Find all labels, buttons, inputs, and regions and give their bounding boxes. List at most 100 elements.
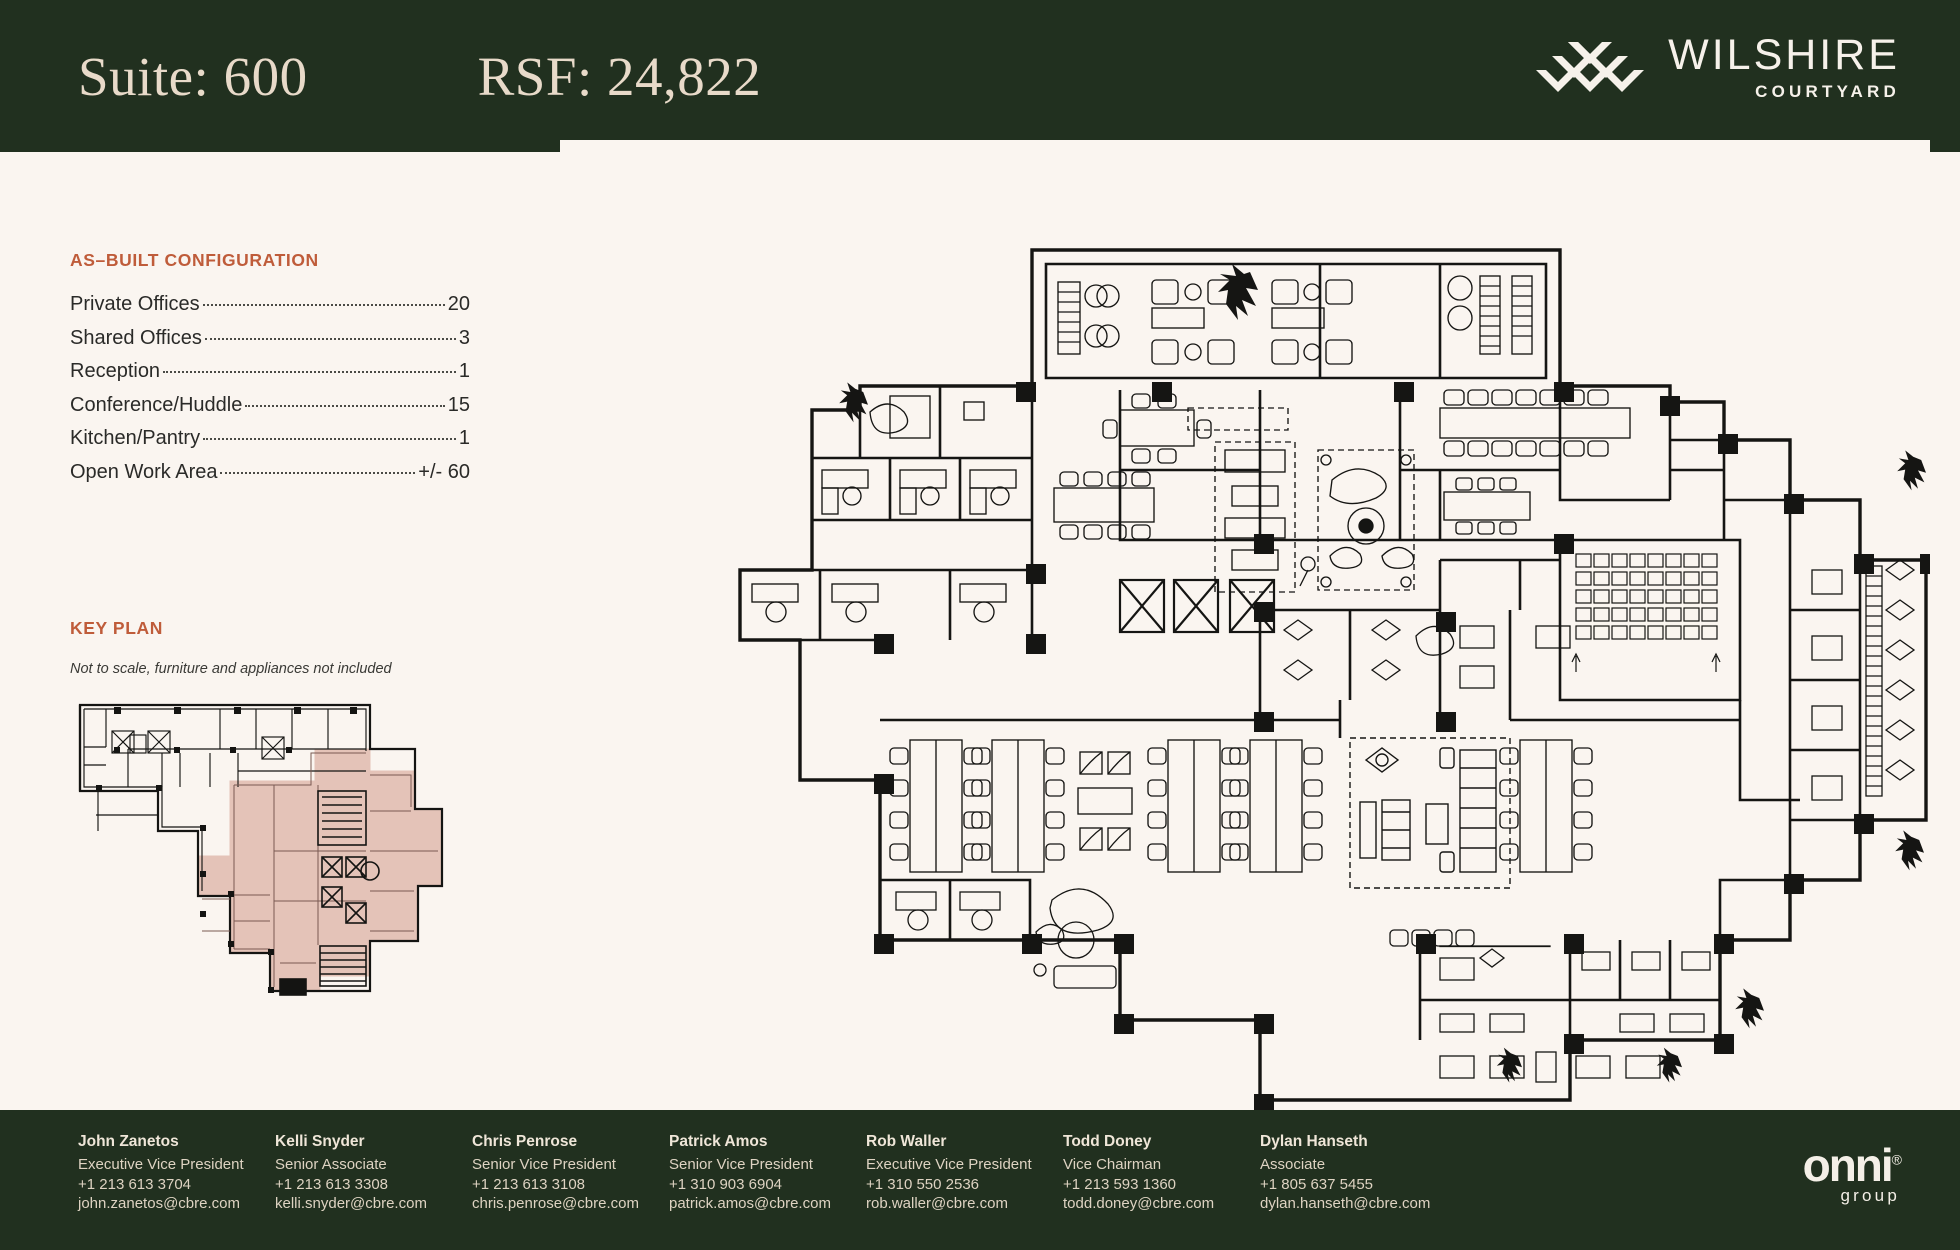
northeast-offices xyxy=(1558,386,1860,540)
leader-dots xyxy=(202,304,445,306)
contact-email[interactable]: patrick.amos@cbre.com xyxy=(669,1195,831,1213)
leader-dots xyxy=(245,404,445,407)
structural-columns xyxy=(874,382,1930,1110)
contact-email[interactable]: dylan.hanseth@cbre.com xyxy=(1260,1195,1431,1213)
key-plan-core xyxy=(279,790,380,996)
contact-title: Associate xyxy=(1260,1155,1326,1173)
leader-dots xyxy=(204,337,456,340)
wilshire-courtyard-logo: WILSHIRE COURTYARD xyxy=(1534,34,1900,100)
center-room-furniture xyxy=(1282,619,1571,689)
contact-email[interactable]: todd.doney@cbre.com xyxy=(1063,1195,1215,1213)
key-plan-columns xyxy=(96,707,357,993)
north-wing-furniture xyxy=(1057,275,1533,365)
contact-email[interactable]: john.zanetos@cbre.com xyxy=(78,1195,240,1213)
onni-subtitle: group xyxy=(1840,1185,1900,1205)
contact-name: John Zanetos xyxy=(78,1133,179,1150)
onni-group-logo: onni® group xyxy=(1803,1142,1902,1206)
onni-wordmark: onni® xyxy=(1803,1142,1902,1188)
contact-title: Senior Vice President xyxy=(472,1155,616,1173)
contact-name: Kelli Snyder xyxy=(275,1133,365,1150)
key-plan-interior-walls xyxy=(83,708,367,891)
chevron-mark-icon xyxy=(1536,42,1645,92)
brand-subtitle: COURTYARD xyxy=(1755,82,1900,101)
east-wing-walls xyxy=(1738,540,1862,880)
as-built-row-value: +/- 60 xyxy=(418,460,470,483)
contact-name: Chris Penrose xyxy=(472,1133,578,1150)
as-built-row-label: Kitchen/Pantry xyxy=(70,427,201,449)
plan-background xyxy=(560,140,1930,1110)
rsf-label: RSF: 24,822 xyxy=(477,45,762,107)
as-built-row-label: Conference/Huddle xyxy=(70,393,243,416)
onni-text: onni xyxy=(1802,1139,1894,1191)
floor-plan-drawing xyxy=(560,140,1930,1110)
as-built-row: Open Work Area +/- 60 xyxy=(70,461,470,484)
key-plan-thumbnail xyxy=(78,703,444,996)
as-built-row-value: 3 xyxy=(458,326,470,349)
as-built-row-label: Reception xyxy=(70,360,161,382)
contact-title: Senior Associate xyxy=(275,1155,387,1173)
key-plan-caption: Not to scale, furniture and appliances n… xyxy=(70,661,392,677)
plant-icons xyxy=(839,382,1926,1083)
contact-name: Dylan Hanseth xyxy=(1260,1133,1368,1150)
contact-name: Rob Waller xyxy=(866,1133,947,1150)
as-built-row: Shared Offices 3 xyxy=(70,327,470,350)
contact-phone[interactable]: +1 213 613 3308 xyxy=(275,1175,389,1193)
contact-title: Senior Vice President xyxy=(669,1155,813,1173)
as-built-configuration-panel: AS–BUILT CONFIGURATION Private Offices 20… xyxy=(70,250,470,494)
as-built-row: Kitchen/Pantry 1 xyxy=(70,427,470,450)
as-built-row-value: 1 xyxy=(458,360,470,382)
south-wing-walls xyxy=(880,878,1790,1100)
west-office-furniture xyxy=(751,395,1017,623)
leader-dots xyxy=(203,438,456,440)
registered-trademark-icon: ® xyxy=(1891,1151,1902,1168)
contact-title: Vice Chairman xyxy=(1063,1155,1162,1173)
brand-name: WILSHIRE xyxy=(1668,31,1900,79)
key-plan-section: KEY PLAN Not to scale, furniture and app… xyxy=(70,618,490,1021)
contact-phone[interactable]: +1 310 903 6904 xyxy=(669,1175,783,1193)
contact-phone[interactable]: +1 213 613 3108 xyxy=(472,1175,586,1193)
contact-phone[interactable]: +1 805 637 5455 xyxy=(1260,1175,1374,1193)
suite-label: Suite: 600 xyxy=(78,45,308,107)
as-built-row-label: Private Offices xyxy=(70,293,200,315)
conference-furniture xyxy=(1053,389,1631,593)
contact-email[interactable]: rob.waller@cbre.com xyxy=(866,1195,1008,1213)
as-built-row-label: Shared Offices xyxy=(70,326,202,349)
contact-email[interactable]: kelli.snyder@cbre.com xyxy=(275,1195,427,1213)
contact-name: Todd Doney xyxy=(1063,1133,1152,1150)
contact-title: Executive Vice President xyxy=(866,1155,1032,1173)
key-plan-outline xyxy=(78,703,444,993)
as-built-row-value: 15 xyxy=(447,393,470,416)
as-built-row-value: 1 xyxy=(458,427,470,449)
key-plan-title: KEY PLAN xyxy=(70,618,163,638)
building-core xyxy=(1118,578,1276,634)
as-built-row-label: Open Work Area xyxy=(70,460,218,483)
as-built-row: Conference/Huddle 15 xyxy=(70,394,470,417)
as-built-title: AS–BUILT CONFIGURATION xyxy=(70,250,319,270)
as-built-row: Reception 1 xyxy=(70,360,470,383)
contact-name: Patrick Amos xyxy=(669,1133,768,1150)
page-header: Suite: 600 RSF: 24,822 WILSHIRE COURTYAR… xyxy=(0,0,1960,152)
leader-dots xyxy=(163,371,456,373)
contact-phone[interactable]: +1 213 613 3704 xyxy=(78,1175,192,1193)
as-built-row-value: 20 xyxy=(447,293,470,315)
exterior-walls xyxy=(738,248,1928,1102)
east-wing-furniture xyxy=(1811,559,1916,801)
leader-dots xyxy=(220,471,416,474)
north-wing-plants xyxy=(1218,264,1258,320)
open-work-area-workstations xyxy=(889,739,1593,873)
floor-plan-svg xyxy=(560,140,1930,1110)
as-built-row: Private Offices 20 xyxy=(70,293,470,316)
contact-email[interactable]: chris.penrose@cbre.com xyxy=(472,1195,639,1213)
contact-phone[interactable]: +1 213 593 1360 xyxy=(1063,1175,1177,1193)
contact-phone[interactable]: +1 310 550 2536 xyxy=(866,1175,980,1193)
